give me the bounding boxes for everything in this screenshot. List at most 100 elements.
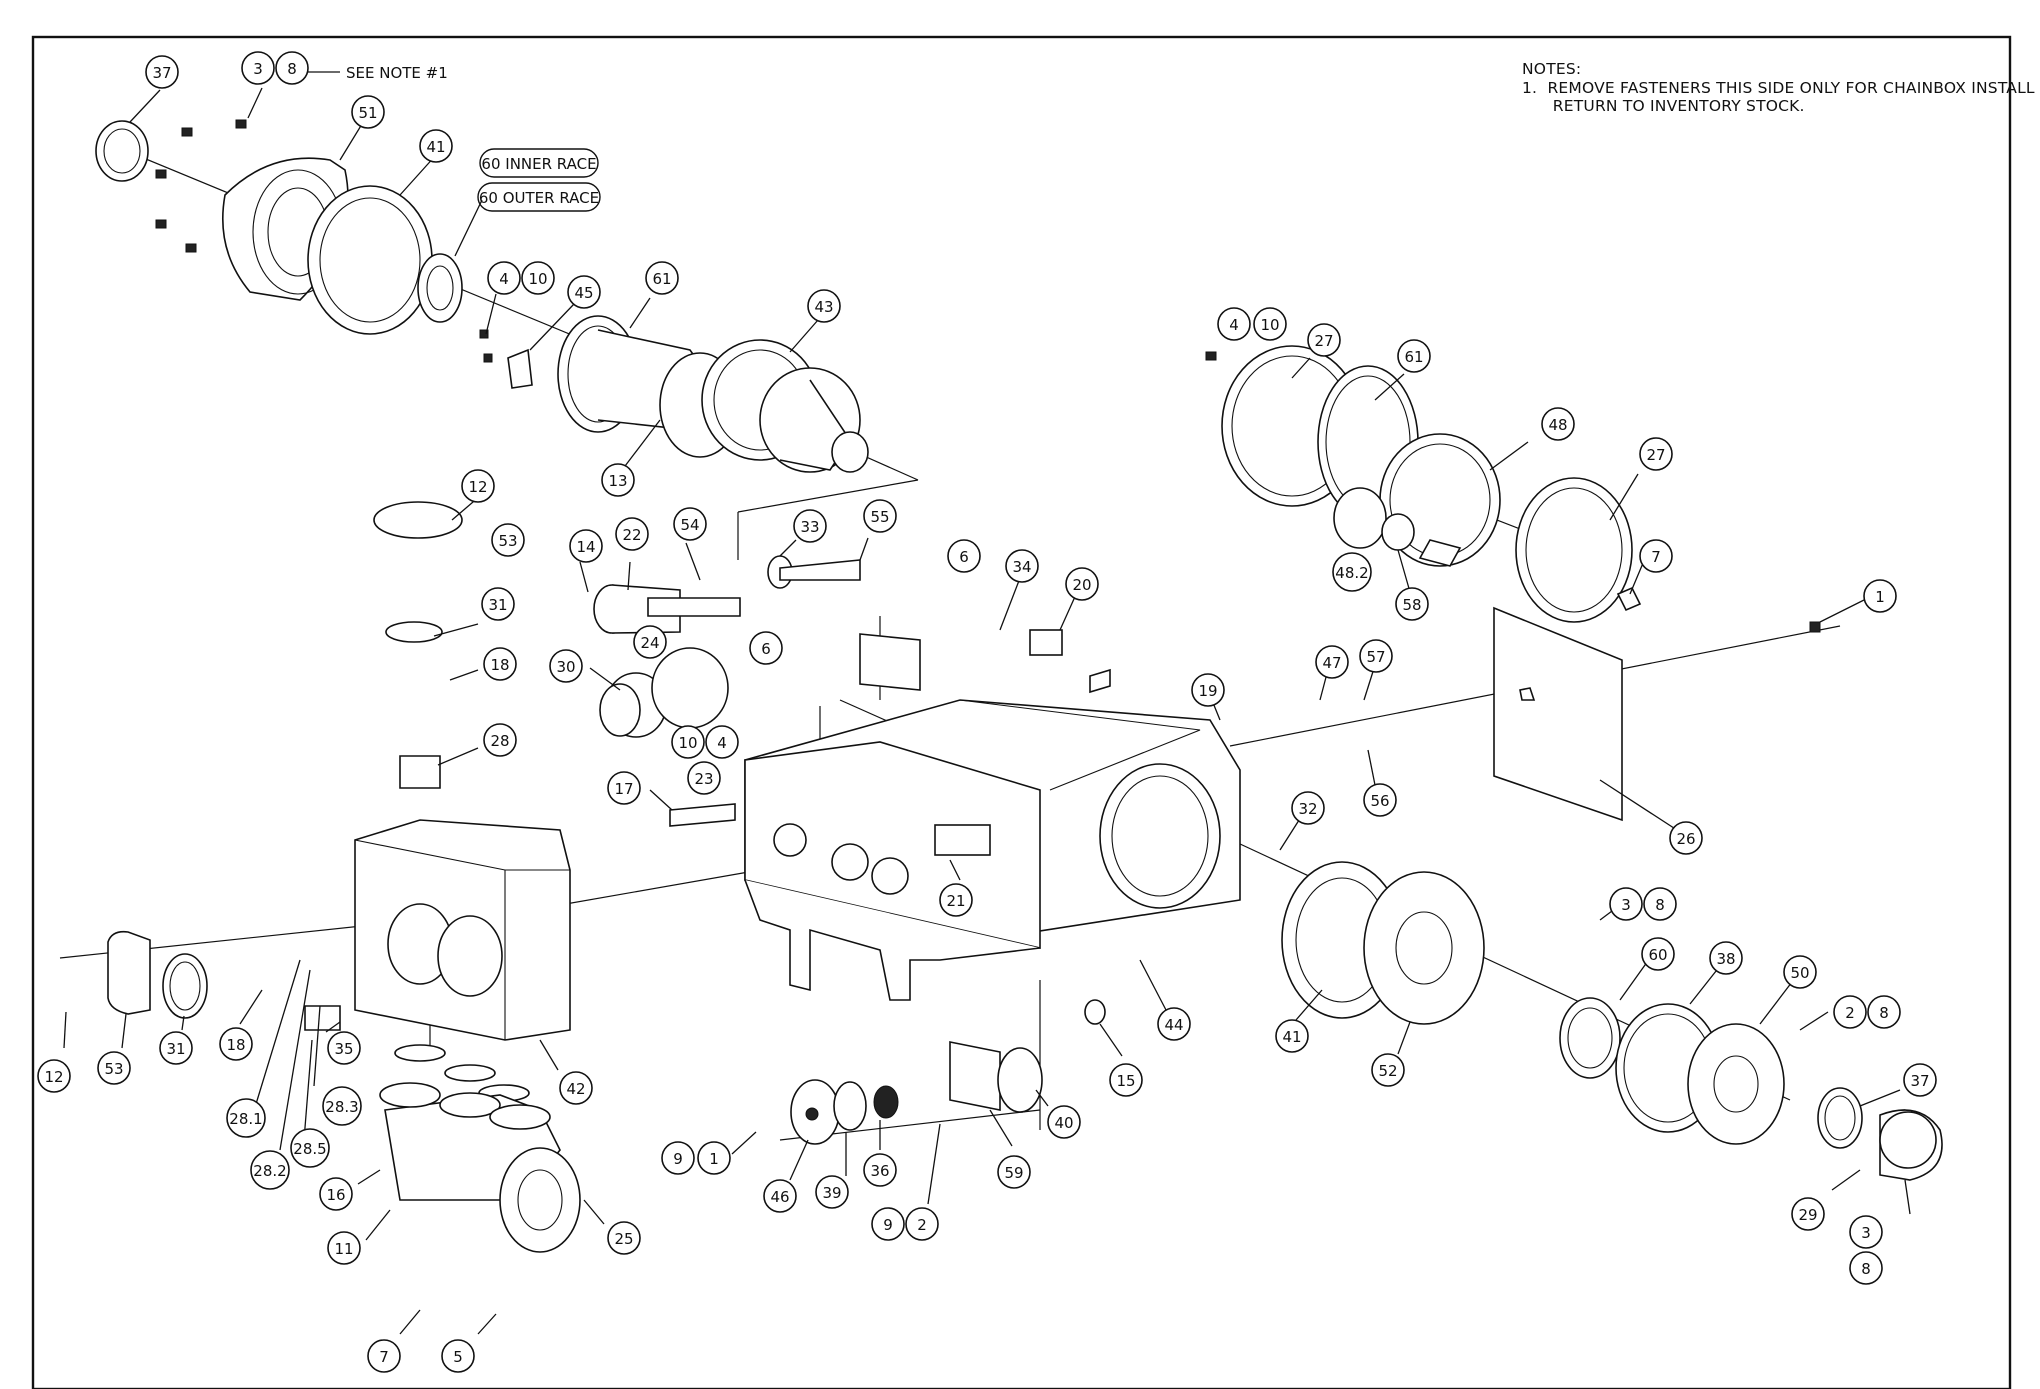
callout-number: 43 — [814, 298, 833, 316]
plunger-parts — [593, 555, 861, 827]
callout-circle — [1291, 791, 1325, 825]
callout-circle — [461, 469, 495, 503]
callout-number: 16 — [326, 1186, 345, 1204]
callout-28-1: 28.1 — [226, 1098, 266, 1138]
callout-circle — [1217, 307, 1251, 341]
callout-3: 3 — [1609, 887, 1643, 921]
callout-31: 31 — [481, 587, 515, 621]
callout-number: 31 — [488, 596, 507, 614]
callout-number: 7 — [379, 1348, 389, 1366]
callout-circle — [705, 725, 739, 759]
callout-circle — [1005, 549, 1039, 583]
callout-7: 7 — [1639, 539, 1673, 573]
callout-59: 59 — [997, 1155, 1031, 1189]
callout-number: 3 — [253, 60, 263, 78]
callout-10: 10 — [1253, 307, 1287, 341]
callout-number: 35 — [334, 1040, 353, 1058]
callout-26: 26 — [1669, 821, 1703, 855]
callout-circle — [483, 723, 517, 757]
callout-circle — [1315, 645, 1349, 679]
callout-8: 8 — [1643, 887, 1677, 921]
callout-circle — [1359, 639, 1393, 673]
stuffing-box-cover-group — [790, 999, 1106, 1145]
callout-number: 5 — [453, 1348, 463, 1366]
callout-8: 8 — [1867, 995, 1901, 1029]
callout-circle — [1849, 1251, 1883, 1285]
callout-number: 26 — [1676, 830, 1695, 848]
callout-number: 34 — [1012, 558, 1031, 576]
outer-race-tag: 60 OUTER RACE — [477, 182, 601, 212]
callout-30: 30 — [549, 649, 583, 683]
callout-circle — [687, 761, 721, 795]
callout-11: 11 — [327, 1231, 361, 1265]
callout-circle — [633, 625, 667, 659]
callout-number: 1 — [1875, 588, 1885, 606]
callout-number: 58 — [1402, 596, 1421, 614]
callout-42: 42 — [559, 1071, 593, 1105]
callout-circle — [219, 1027, 253, 1061]
callout-circle — [607, 771, 641, 805]
callout-50: 50 — [1783, 955, 1817, 989]
callout-number: 20 — [1072, 576, 1091, 594]
callout-number: 8 — [1861, 1260, 1871, 1278]
callout-number: 8 — [1879, 1004, 1889, 1022]
callout-circle — [419, 129, 453, 163]
callout-number: 61 — [652, 270, 671, 288]
callout-number: 53 — [104, 1060, 123, 1078]
callout-1: 1 — [697, 1141, 731, 1175]
callout-circle — [1783, 955, 1817, 989]
callout-43: 43 — [807, 289, 841, 323]
callout-number: 3 — [1861, 1224, 1871, 1242]
callout-circle — [441, 1339, 475, 1373]
callout-circle — [1332, 552, 1372, 592]
callout-circle — [1709, 941, 1743, 975]
callout-circle — [275, 51, 309, 85]
callout-circle — [1903, 1063, 1937, 1097]
callout-61: 61 — [1397, 339, 1431, 373]
back-cover-plate — [1493, 606, 1821, 822]
callout-circle — [145, 55, 179, 89]
callout-60: 60 — [1641, 937, 1675, 971]
callout-number: 8 — [287, 60, 297, 78]
callout-19: 19 — [1191, 673, 1225, 707]
callout-36: 36 — [863, 1153, 897, 1187]
callout-circle — [483, 647, 517, 681]
callout-37: 37 — [1903, 1063, 1937, 1097]
callout-circle — [615, 517, 649, 551]
callout-number: 7 — [1651, 548, 1661, 566]
callout-28-2: 28.2 — [250, 1150, 290, 1190]
callout-circle — [250, 1150, 290, 1190]
callout-12: 12 — [461, 469, 495, 503]
callout-number: 44 — [1164, 1016, 1183, 1034]
callout-number: 61 — [1404, 348, 1423, 366]
callout-circle — [1065, 567, 1099, 601]
callout-number: 13 — [608, 472, 627, 490]
callout-number: 4 — [1229, 316, 1239, 334]
callout-circle — [1307, 323, 1341, 357]
callout-53: 53 — [97, 1051, 131, 1085]
callout-4: 4 — [1217, 307, 1251, 341]
callout-number: 27 — [1646, 446, 1665, 464]
callout-40: 40 — [1047, 1105, 1081, 1139]
drawing-border — [31, 35, 2012, 1389]
callout-circle — [367, 1339, 401, 1373]
callout-47: 47 — [1315, 645, 1349, 679]
inner-race-tag: 60 INNER RACE — [479, 148, 599, 178]
callout-number: 8 — [1655, 896, 1665, 914]
callout-circle — [322, 1086, 362, 1126]
fluid-end — [107, 501, 571, 1102]
callout-number: 4 — [717, 734, 727, 752]
callout-circle — [487, 261, 521, 295]
callout-18: 18 — [483, 647, 517, 681]
callout-circle — [1639, 539, 1673, 573]
note-item-1: 1. REMOVE FASTENERS THIS SIDE ONLY FOR C… — [1522, 78, 2035, 97]
callout-circle — [645, 261, 679, 295]
callout-7: 7 — [367, 1339, 401, 1373]
callout-number: 39 — [822, 1184, 841, 1202]
callout-44: 44 — [1157, 1007, 1191, 1041]
callout-number: 48.2 — [1335, 564, 1368, 582]
callout-3: 3 — [241, 51, 275, 85]
callout-circle — [1669, 821, 1703, 855]
callout-48: 48 — [1541, 407, 1575, 441]
